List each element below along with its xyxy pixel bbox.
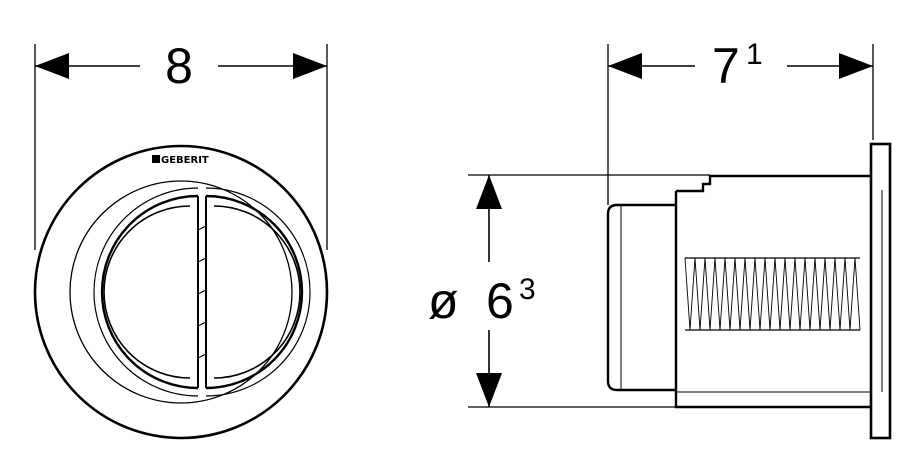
- thread-zone: [684, 257, 861, 331]
- diameter-symbol: ø: [428, 273, 459, 329]
- flange-plate: [869, 142, 892, 440]
- depth-dimension-value: 7: [712, 38, 740, 94]
- flush-button-right: [205, 194, 304, 390]
- depth-dimension-label: 7 1: [712, 38, 763, 94]
- flush-button-left: [100, 194, 199, 390]
- front-view: [33, 44, 329, 440]
- depth-dimension-superscript: 1: [746, 38, 763, 71]
- housing-body: [674, 174, 871, 409]
- diameter-dimension-value: 6: [486, 273, 514, 329]
- square-logo-icon: [152, 155, 160, 163]
- diameter-dimension-label: ø 6 3: [428, 273, 536, 329]
- cover-plate-outer-ring: [33, 144, 329, 440]
- side-view: [468, 44, 892, 440]
- flush-button-right-inner: [213, 205, 301, 379]
- geberit-logo: GEBERIT: [152, 155, 209, 166]
- button-divider-ribs: [197, 225, 207, 359]
- button-left-rim: [93, 187, 199, 397]
- width-dimension-value: 8: [165, 38, 193, 94]
- brand-name: GEBERIT: [161, 155, 209, 166]
- flush-button-left-inner: [103, 205, 191, 379]
- cover-plate-inner-ring: [69, 180, 293, 404]
- diameter-dimension-superscript: 3: [519, 273, 536, 306]
- rear-cap: [606, 203, 676, 392]
- button-right-rim: [205, 187, 311, 397]
